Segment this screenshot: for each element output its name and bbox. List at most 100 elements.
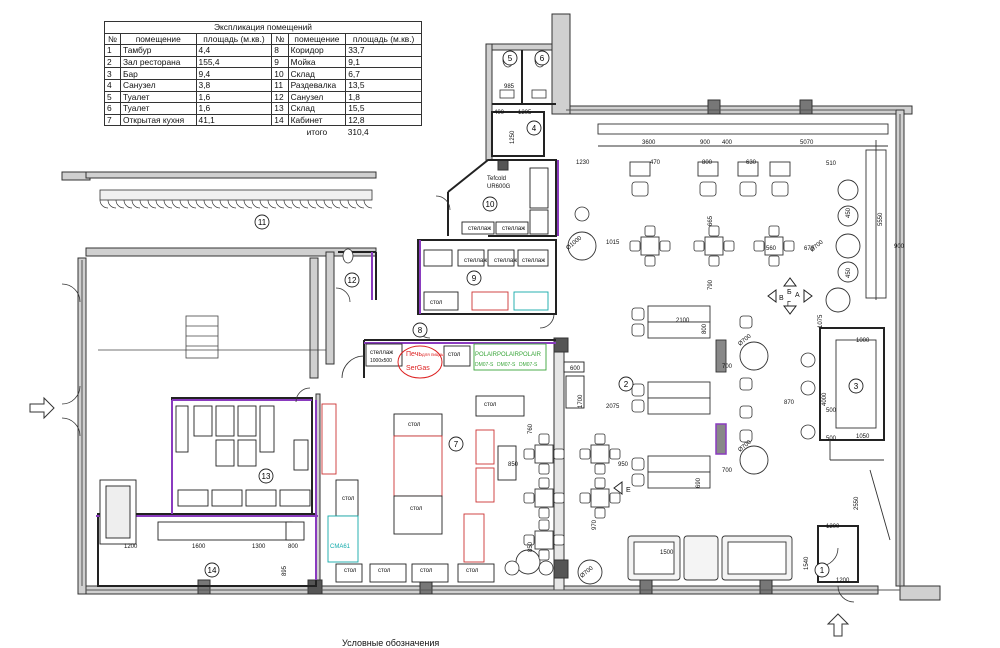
sofas <box>627 535 793 581</box>
sklad13-racks <box>175 405 311 507</box>
chair <box>644 255 656 267</box>
locker-door <box>147 199 157 209</box>
square-table <box>590 444 610 464</box>
table-label-k3: стол <box>408 422 421 428</box>
room-number-circle <box>254 214 270 230</box>
chair <box>800 380 816 396</box>
table-cell: 14 <box>271 113 289 127</box>
dim-950: 950 <box>618 462 629 468</box>
room-number-10: 10 <box>486 200 495 209</box>
room-number-12: 12 <box>348 276 357 285</box>
table-cell: Кабинет <box>287 113 347 127</box>
rack <box>215 405 235 437</box>
polair-model-1: DM07-S <box>475 362 494 368</box>
rack-label-kitchen: стеллаж <box>370 350 393 356</box>
dim-2075: 2075 <box>606 404 620 410</box>
table-cell: 155,4 <box>195 55 273 69</box>
chair <box>644 225 656 237</box>
locker-door <box>187 199 197 209</box>
dim-5070: 5070 <box>800 140 814 146</box>
table-cell: 1,6 <box>195 102 273 115</box>
round-table <box>837 179 859 201</box>
polair-model-3: DM07-S <box>519 362 538 368</box>
table-cell: 3 <box>104 67 121 80</box>
square-table <box>764 236 784 256</box>
round-table <box>567 231 597 261</box>
dim-630: 630 <box>746 160 757 166</box>
dim-400-wc: 400 <box>494 110 505 116</box>
table-cell: Бар <box>119 67 197 80</box>
room-number-11: 11 <box>258 218 267 227</box>
rack <box>175 405 189 453</box>
bar-counter <box>829 339 891 541</box>
chair <box>631 307 645 321</box>
round-table <box>515 549 541 575</box>
table-cell: Туалет <box>119 102 197 115</box>
table-cell: 11 <box>271 78 289 92</box>
tefcold-model: UR600G <box>487 184 511 190</box>
dim-700-b: 700 <box>722 468 733 474</box>
table-label-k7: стол <box>420 568 433 574</box>
header-num-1: № <box>104 32 121 46</box>
locker-door <box>163 199 173 209</box>
partitions <box>97 50 885 587</box>
dim-1050: 1050 <box>856 434 870 440</box>
equipment-labels: Tefcold UR600G стеллаж стеллаж стеллаж с… <box>330 176 545 574</box>
square-table <box>534 444 554 464</box>
locker-door <box>227 199 237 209</box>
chair <box>631 473 645 487</box>
dim-600: 600 <box>570 366 581 372</box>
oven-sub: для пиццы <box>422 352 444 357</box>
dim-850-v: 850 <box>528 541 534 552</box>
table-cell: 5 <box>104 90 121 104</box>
header-num-2: № <box>271 32 289 46</box>
wardrobe-lockers <box>99 189 373 201</box>
room-number-circle <box>258 468 274 484</box>
locker-door <box>123 199 133 209</box>
dim-790: 790 <box>708 279 714 290</box>
locker-door <box>307 199 317 209</box>
dim-800-office: 800 <box>288 544 299 550</box>
dim-1230: 1230 <box>576 160 590 166</box>
rack-label-9c: стеллаж <box>522 258 545 264</box>
table-label-k8: стол <box>466 568 479 574</box>
dim-1200-door: 1200 <box>826 524 840 530</box>
table-label-9: стол <box>430 300 443 306</box>
chair <box>574 206 590 222</box>
chair <box>693 240 705 252</box>
chair <box>523 448 535 460</box>
total-label: итого <box>306 126 328 137</box>
rack <box>177 489 209 507</box>
chair <box>523 534 535 546</box>
rack <box>237 405 257 437</box>
locker-door <box>291 199 301 209</box>
dim-800: 800 <box>702 160 713 166</box>
chair <box>609 492 621 504</box>
dim-850: 850 <box>508 462 519 468</box>
room-number-7: 7 <box>454 440 459 449</box>
round-table <box>825 287 851 313</box>
round-table <box>837 261 859 283</box>
chair <box>579 448 591 460</box>
chair <box>771 181 789 197</box>
table-cell: 3,8 <box>195 78 273 92</box>
rack <box>279 489 311 507</box>
locker-door <box>131 199 141 209</box>
header-room-1: помещение <box>119 32 197 46</box>
room-number-circle <box>534 50 550 66</box>
dim-1205: 1205 <box>518 110 532 116</box>
dim-1200-office: 1200 <box>124 544 138 550</box>
room-number-14: 14 <box>208 566 217 575</box>
rack-label-10a: стеллаж <box>468 226 491 232</box>
locker-door <box>355 199 365 209</box>
room-number-13: 13 <box>262 472 271 481</box>
table-cell: Туалет <box>119 90 197 104</box>
room-number-6: 6 <box>540 54 545 63</box>
mark-a: А <box>795 292 800 299</box>
locker-door <box>99 199 109 209</box>
mark-g: Г <box>787 301 791 308</box>
table-cell: 41,1 <box>195 113 273 127</box>
table-cell: Коридор <box>287 44 347 57</box>
locker-door <box>171 199 181 209</box>
dim-500-a: 500 <box>826 408 837 414</box>
